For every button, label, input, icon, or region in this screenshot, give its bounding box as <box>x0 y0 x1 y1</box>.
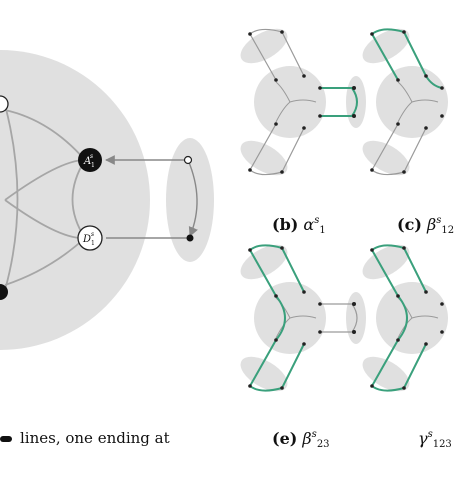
ellipse-arc <box>187 159 198 237</box>
svg-text:s: s <box>91 231 94 238</box>
node-d1-label: D <box>82 234 91 245</box>
ellipse-dot-bottom <box>186 234 194 242</box>
body-text-bullet <box>0 436 12 442</box>
panel-a-disk <box>0 50 150 350</box>
node-left-top <box>0 95 9 113</box>
node-a1-label: A <box>83 156 91 167</box>
panel-a-side-ellipse <box>166 138 214 262</box>
ellipse-dot-top <box>183 155 193 165</box>
small-panels <box>240 28 448 392</box>
caption-b: (b) αs1 <box>272 215 326 236</box>
svg-text:1: 1 <box>91 162 95 169</box>
caption-f: γs123 <box>418 429 452 450</box>
node-left-bottom <box>0 284 8 300</box>
node-d1 <box>77 225 103 251</box>
body-text-content: lines, one ending at <box>20 429 170 447</box>
panel-c <box>362 28 448 176</box>
panel-e <box>240 244 366 392</box>
svg-text:s: s <box>90 153 93 160</box>
panel-b <box>240 28 366 176</box>
caption-e: (e) βs23 <box>272 429 330 450</box>
panel-a: A s 1 D s 1 <box>0 50 214 350</box>
node-a1 <box>78 148 102 172</box>
body-text: lines, one ending at <box>0 429 170 447</box>
panel-f <box>362 244 448 392</box>
svg-text:1: 1 <box>91 240 95 247</box>
caption-c: (c) βs12 <box>397 215 455 236</box>
